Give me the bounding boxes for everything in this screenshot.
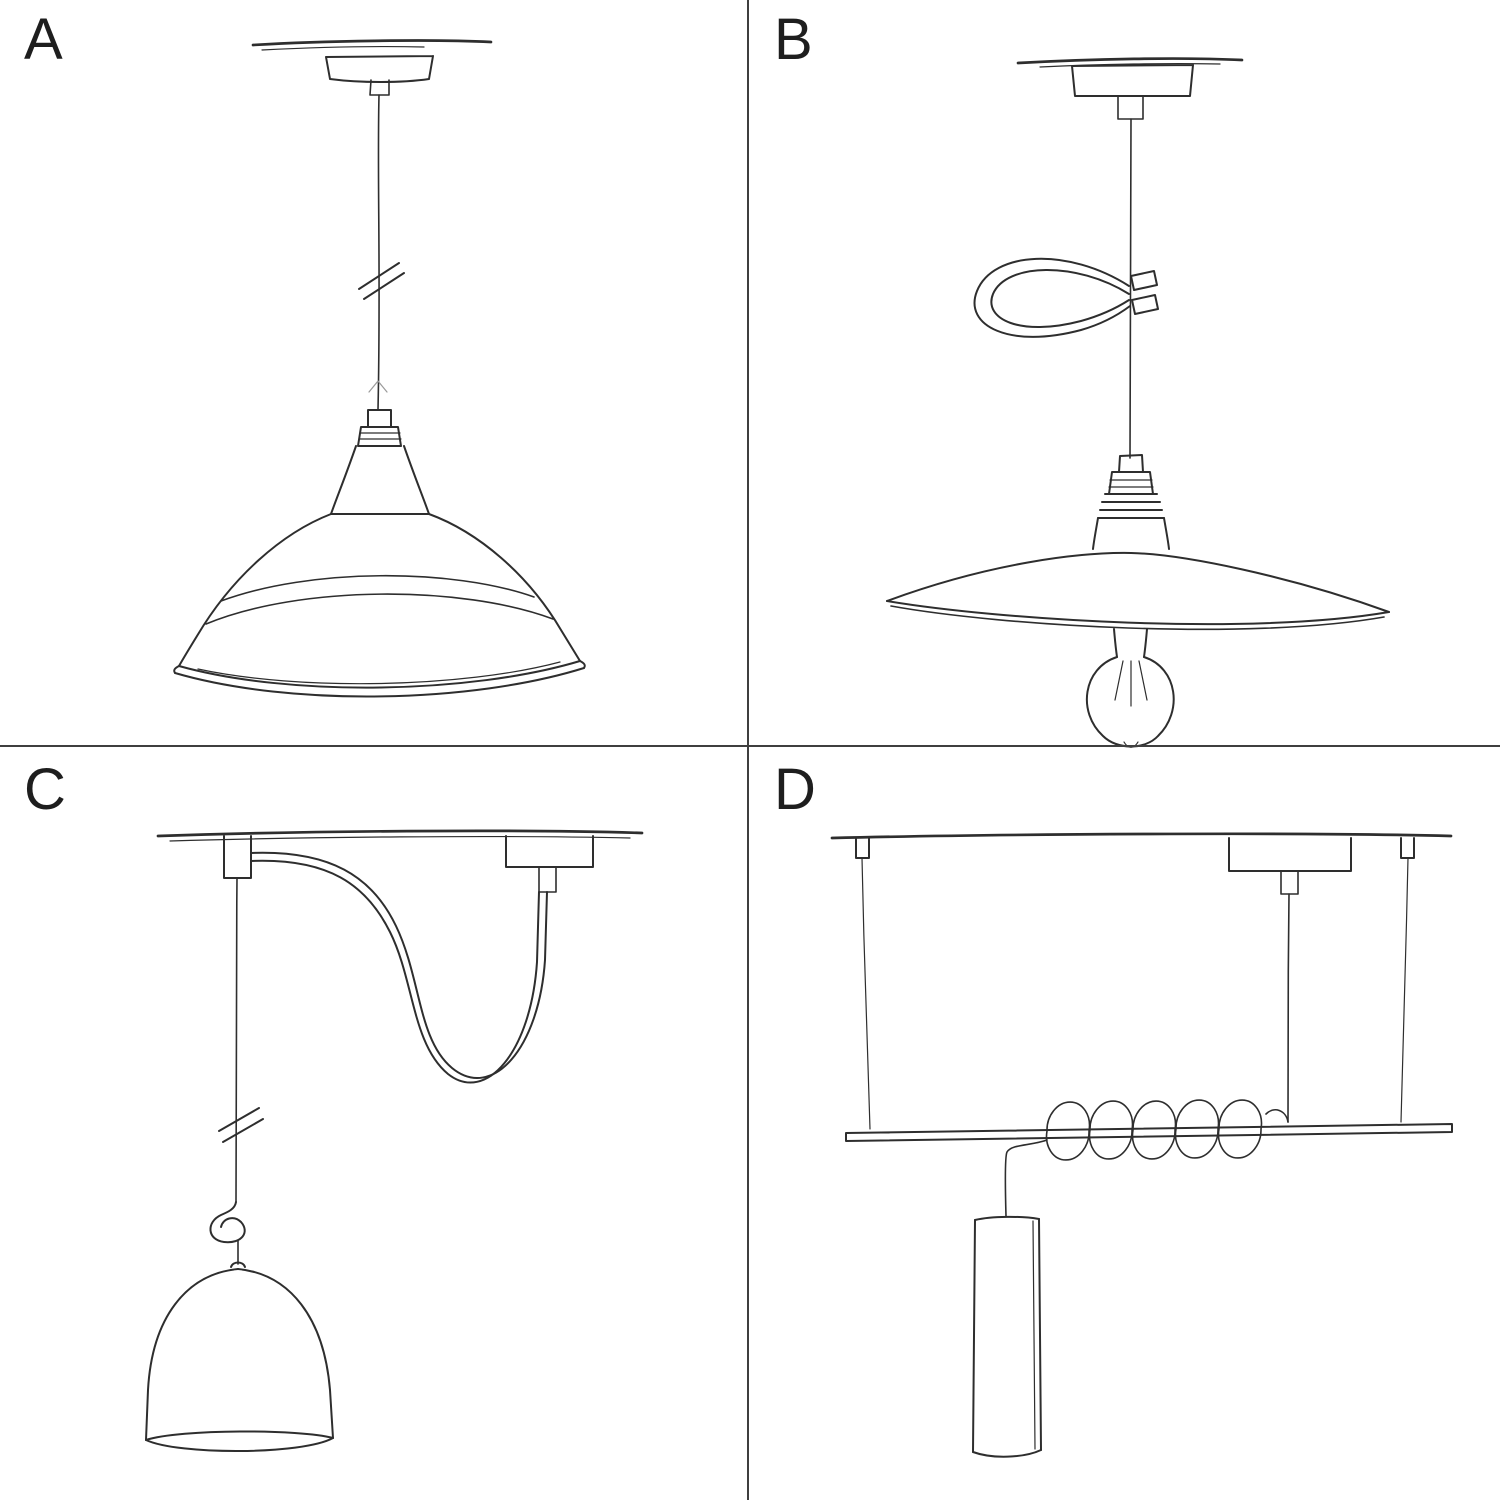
panel-d: D bbox=[750, 750, 1500, 1500]
ceiling-line-b bbox=[1016, 57, 1244, 68]
horizontal-bar-d bbox=[845, 1123, 1453, 1142]
ceiling-line-a bbox=[251, 39, 493, 51]
cable-knot-c bbox=[209, 1201, 246, 1265]
flat-plate-shade-b bbox=[886, 551, 1390, 631]
sketch-flat-shade-bulb-pendant bbox=[886, 57, 1390, 748]
light-bulb-b bbox=[1086, 628, 1175, 748]
lamp-holder-a bbox=[330, 409, 430, 515]
vertical-divider bbox=[747, 0, 749, 1500]
cable-loop-hook-b bbox=[973, 257, 1159, 338]
panel-label-d: D bbox=[774, 757, 817, 822]
sketch-wrapped-bar-tube-pendant bbox=[830, 832, 1453, 1458]
horizontal-divider bbox=[0, 745, 1500, 747]
panel-label-a: A bbox=[24, 7, 64, 72]
sketch-industrial-shade-pendant bbox=[173, 39, 586, 698]
drop-cable-c bbox=[218, 877, 264, 1203]
panel-a: A bbox=[0, 0, 750, 750]
ceiling-rose-d bbox=[1228, 837, 1352, 895]
panel-c: C bbox=[0, 750, 750, 1500]
ceiling-line-c bbox=[156, 829, 644, 842]
ceiling-hook-c bbox=[223, 835, 252, 879]
pendant-cable-b bbox=[1129, 118, 1132, 459]
ceiling-line-d bbox=[830, 832, 1453, 840]
suspension-wires-d bbox=[855, 837, 1415, 1130]
tube-pendant-d bbox=[972, 1215, 1042, 1458]
pendant-cable-a bbox=[358, 94, 405, 411]
cable-coil-wraps-d bbox=[1045, 1099, 1263, 1161]
industrial-shade-a bbox=[173, 513, 586, 698]
ceiling-rose-b bbox=[1071, 64, 1194, 120]
lamp-holder-b bbox=[1092, 454, 1170, 550]
bell-shade-c bbox=[145, 1261, 334, 1452]
panel-label-b: B bbox=[774, 7, 814, 72]
drop-cable-d bbox=[1004, 1139, 1048, 1217]
panel-label-c: C bbox=[24, 757, 67, 822]
ceiling-rose-c bbox=[505, 835, 594, 893]
panel-b: B bbox=[750, 0, 1500, 750]
ceiling-rose-a bbox=[325, 55, 434, 96]
sketch-swag-bell-shade-pendant bbox=[145, 829, 644, 1452]
central-cable-d bbox=[1265, 893, 1290, 1123]
swag-cable-c bbox=[250, 851, 548, 1084]
